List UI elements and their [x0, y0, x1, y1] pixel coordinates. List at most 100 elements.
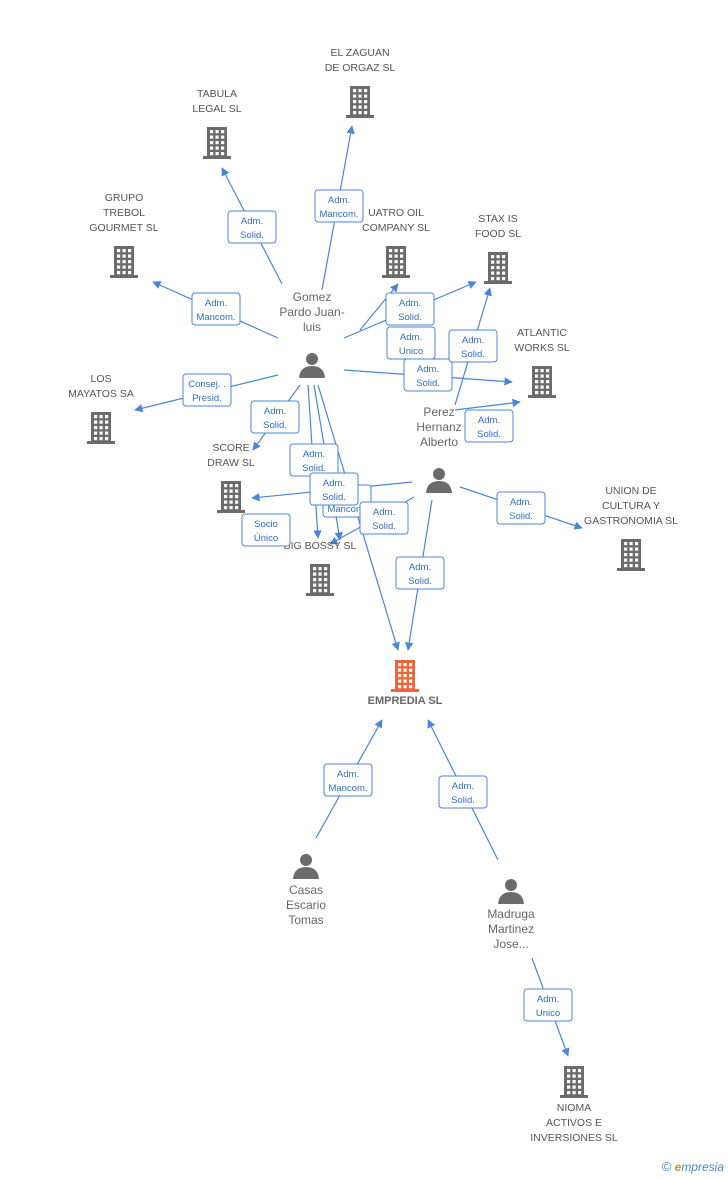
- edge-label-gomez-mayatos[interactable]: Consej. .Presid.: [182, 373, 232, 407]
- edge-label-text: Adm.: [537, 994, 559, 1005]
- company-label: DE ORGAZ SL: [325, 62, 396, 74]
- edge-label-text: Adm.: [337, 769, 359, 780]
- edge-label-text: Solid.: [451, 795, 475, 806]
- edge-label-box: [448, 329, 498, 363]
- edge-gomez-cuatro: [359, 283, 399, 331]
- building-icon: [528, 366, 556, 398]
- person-label: Pardo Juan-: [279, 305, 344, 319]
- company-label: LEGAL SL: [192, 103, 241, 115]
- edge-label-box: [314, 189, 364, 223]
- edge-label-text: Mancom.: [196, 312, 235, 323]
- focus-building-icon: [391, 660, 419, 692]
- building-icon: [617, 539, 645, 571]
- company-label: STAX IS: [478, 213, 517, 225]
- person-icon: [498, 879, 524, 904]
- person-label: Alberto: [420, 435, 458, 449]
- edge-label-gomez-cuatro[interactable]: Adm.Unico: [386, 326, 436, 360]
- company-label: EMPREDIA SL: [368, 695, 443, 707]
- building-icon: [110, 246, 138, 278]
- edge-label-box: [250, 400, 300, 434]
- edge-label-text: Unico: [536, 1008, 560, 1019]
- edge-label-perez-atlantic[interactable]: Adm.Solid.: [464, 409, 514, 443]
- company-node-bigbossy[interactable]: BIG BOSSY SL: [284, 540, 357, 596]
- edge-label-text: Adm.: [264, 406, 286, 417]
- person-icon: [293, 854, 319, 879]
- edge-label-text: Solid.: [263, 420, 287, 431]
- brand-logo-text: mpresia: [681, 1160, 724, 1174]
- company-label: INVERSIONES SL: [530, 1132, 618, 1144]
- edge-label-gomez-tabula[interactable]: Adm.Solid.: [227, 210, 277, 244]
- edge-label-box: [464, 409, 514, 443]
- company-label: EL ZAGUAN: [330, 47, 389, 59]
- edge-label-gomez-grupo[interactable]: Adm. Mancom.: [191, 292, 241, 326]
- edge-label-text: Adm.: [452, 781, 474, 792]
- edge-label-text: Adm.: [409, 562, 431, 573]
- edge-label-gomez-bigbossy[interactable]: Adm.Solid.: [289, 443, 339, 477]
- company-label: GOURMET SL: [89, 222, 158, 234]
- edge-label-box: [496, 491, 546, 525]
- edge-label-box: [403, 358, 453, 392]
- edge-label-gomez-empredia[interactable]: Adm.Solid.: [309, 472, 359, 506]
- person-icon: [426, 468, 452, 493]
- building-icon: [560, 1066, 588, 1098]
- edge-label-text: Solid.: [408, 576, 432, 587]
- edge-label-box: [182, 373, 232, 407]
- edge-label-perez-empredia[interactable]: Adm. Solid.: [395, 556, 445, 590]
- edge-label-perez-stax[interactable]: Adm.Solid.: [448, 329, 498, 363]
- edge-label-madruga-nioma[interactable]: Adm. Unico: [523, 988, 573, 1022]
- edge-label-text: Solid.: [398, 312, 422, 323]
- edge-label-text: Adm.: [323, 478, 345, 489]
- edge-label-gomez-atlantic[interactable]: Adm.Solid.: [403, 358, 453, 392]
- company-node-atlantic[interactable]: ATLANTIC WORKS SL: [514, 327, 570, 398]
- edge-label-text: Mancom.: [319, 209, 358, 220]
- edge-label-gomez-stax[interactable]: Adm.Solid.: [385, 292, 435, 326]
- company-label: GASTRONOMIA SL: [584, 515, 678, 527]
- edge-label-text: Adm.: [510, 497, 532, 508]
- company-label: ATLANTIC: [517, 327, 567, 339]
- edge-label-gomez-score[interactable]: Adm. Solid.: [250, 400, 300, 434]
- person-label: Gomez: [293, 290, 332, 304]
- company-node-zaguan[interactable]: EL ZAGUAN DE ORGAZ SL: [325, 47, 396, 118]
- person-label: Perez: [423, 405, 454, 419]
- edge-label-text: Adm.: [205, 298, 227, 309]
- company-label: TABULA: [197, 88, 237, 100]
- edge-label-madruga-empredia[interactable]: Adm. Solid.: [438, 775, 488, 809]
- company-node-tabula[interactable]: TABULA LEGAL SL: [192, 88, 242, 159]
- company-label: WORKS SL: [514, 342, 570, 354]
- nodes-layer: EL ZAGUAN DE ORGAZ SL TABULA LEGAL SL GRUPOT…: [68, 47, 678, 1144]
- company-node-cuatro[interactable]: UATRO OIL COMPANY SL: [362, 207, 430, 278]
- edge-label-text: Solid.: [509, 511, 533, 522]
- edge-label-text: Solid.: [302, 463, 326, 474]
- company-node-empredia[interactable]: EMPREDIA SL: [368, 660, 443, 707]
- footer-brand[interactable]: © empresia: [662, 1159, 724, 1174]
- brand-logo-initial: e: [674, 1160, 682, 1174]
- copyright-symbol: ©: [661, 1159, 672, 1174]
- edge-label-text: Socio: [254, 519, 278, 530]
- company-label: COMPANY SL: [362, 222, 430, 234]
- building-icon: [382, 246, 410, 278]
- person-node-madruga[interactable]: MadrugaMartinezJose...: [487, 879, 535, 951]
- building-icon: [87, 412, 115, 444]
- edge-label-gomez-zaguan[interactable]: Adm.Mancom.: [314, 189, 364, 223]
- person-label: Hernanz: [416, 420, 461, 434]
- edge-label-perez-union[interactable]: Adm. Solid.: [496, 491, 546, 525]
- edge-label-perez-bigbossy[interactable]: Adm.Solid.: [359, 501, 409, 535]
- building-icon: [346, 86, 374, 118]
- person-icon: [299, 353, 325, 378]
- edge-label-text: Consej. .: [188, 379, 226, 390]
- company-label: UATRO OIL: [368, 207, 424, 219]
- person-label: Casas: [289, 883, 323, 897]
- building-icon: [217, 481, 245, 513]
- edge-label-casas-empredia[interactable]: Adm.Mancom.: [323, 763, 373, 797]
